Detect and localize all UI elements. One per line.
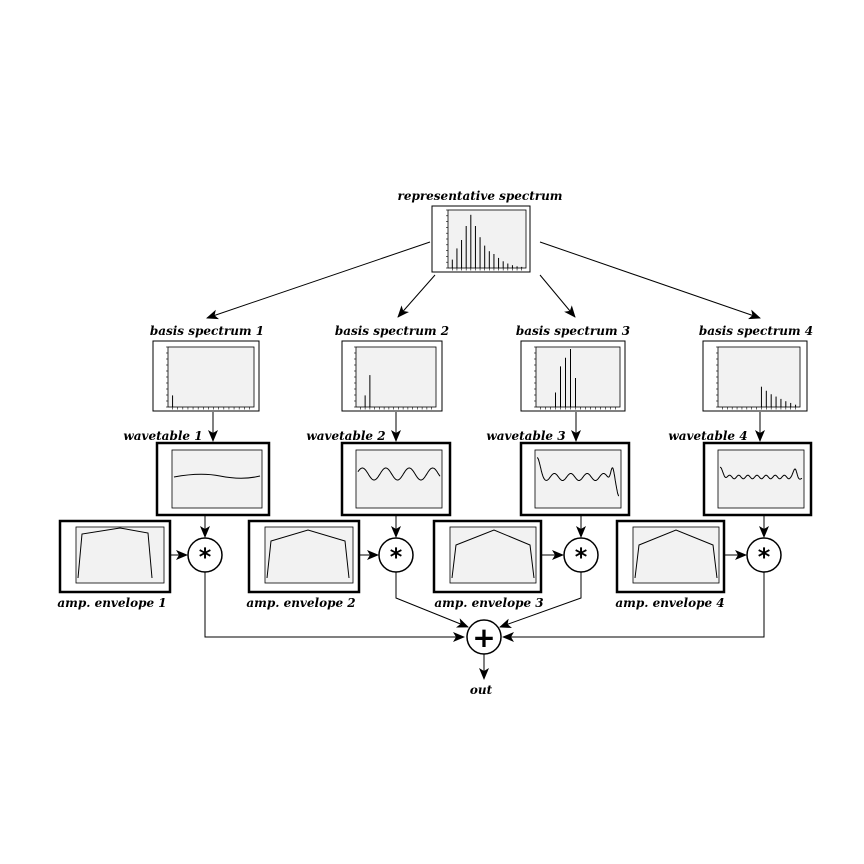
basis-spectrum-4-plot [702, 340, 808, 412]
waveform-line [719, 466, 803, 480]
multiplier-2: * [378, 537, 414, 573]
wire-multiplier-4-to-sum [502, 572, 765, 642]
wavetable-1-plot [155, 441, 271, 517]
multiply-symbol: * [199, 543, 212, 571]
amp-envelope-1-label: amp. envelope 1 [57, 596, 166, 610]
multiply-symbol: * [575, 543, 588, 571]
multiplier-3: * [563, 537, 599, 573]
wire-multiplier-3-to-sum [499, 572, 582, 628]
amp-envelope-4-label: amp. envelope 4 [615, 596, 724, 610]
wavetable-4-label: wavetable 4 [668, 429, 747, 443]
output-label: out [470, 683, 493, 697]
wavetable-1-label: wavetable 1 [123, 429, 202, 443]
wavetable-3-plot [519, 441, 631, 517]
basis-spectrum-2-label: basis spectrum 2 [335, 324, 449, 338]
amp-envelope-1-plot [58, 519, 172, 594]
basis-spectrum-3-plot [520, 340, 626, 412]
plus-symbol: + [472, 621, 495, 654]
basis-spectrum-1-plot [152, 340, 260, 412]
wavetable-2-plot [340, 441, 452, 517]
amp-envelope-2-plot [247, 519, 361, 594]
amp-envelope-3-plot [432, 519, 543, 594]
arrow-rep-to-basis-1 [206, 241, 431, 320]
amp-envelope-2-label: amp. envelope 2 [246, 596, 355, 610]
wavetable-4-plot [702, 441, 813, 517]
basis-spectrum-2-plot [341, 340, 443, 412]
wavetable-3-label: wavetable 3 [486, 429, 565, 443]
basis-spectrum-1-label: basis spectrum 1 [150, 324, 264, 338]
basis-spectrum-4-label: basis spectrum 4 [699, 324, 813, 338]
basis-spectrum-3-label: basis spectrum 3 [516, 324, 630, 338]
multiply-symbol: * [390, 543, 403, 571]
arrow-rep-to-basis-4 [539, 241, 761, 320]
amp-envelope-4-plot [615, 519, 726, 594]
arrow-rep-to-basis-2 [397, 274, 436, 318]
multiply-symbol: * [758, 543, 771, 571]
amp-envelope-3-label: amp. envelope 3 [434, 596, 543, 610]
multiplier-4: * [746, 537, 782, 573]
multiplier-1: * [187, 537, 223, 573]
summing-node: + [466, 619, 502, 655]
wavetable-2-label: wavetable 2 [306, 429, 385, 443]
waveform-line [357, 467, 441, 481]
wire-multiplier-2-to-sum [395, 572, 469, 628]
arrow-rep-to-basis-3 [539, 274, 576, 318]
representative-spectrum-plot [431, 205, 531, 273]
waveform-line [537, 457, 620, 497]
representative-spectrum-label: representative spectrum [398, 189, 563, 203]
wire-multiplier-1-to-sum [204, 572, 465, 642]
